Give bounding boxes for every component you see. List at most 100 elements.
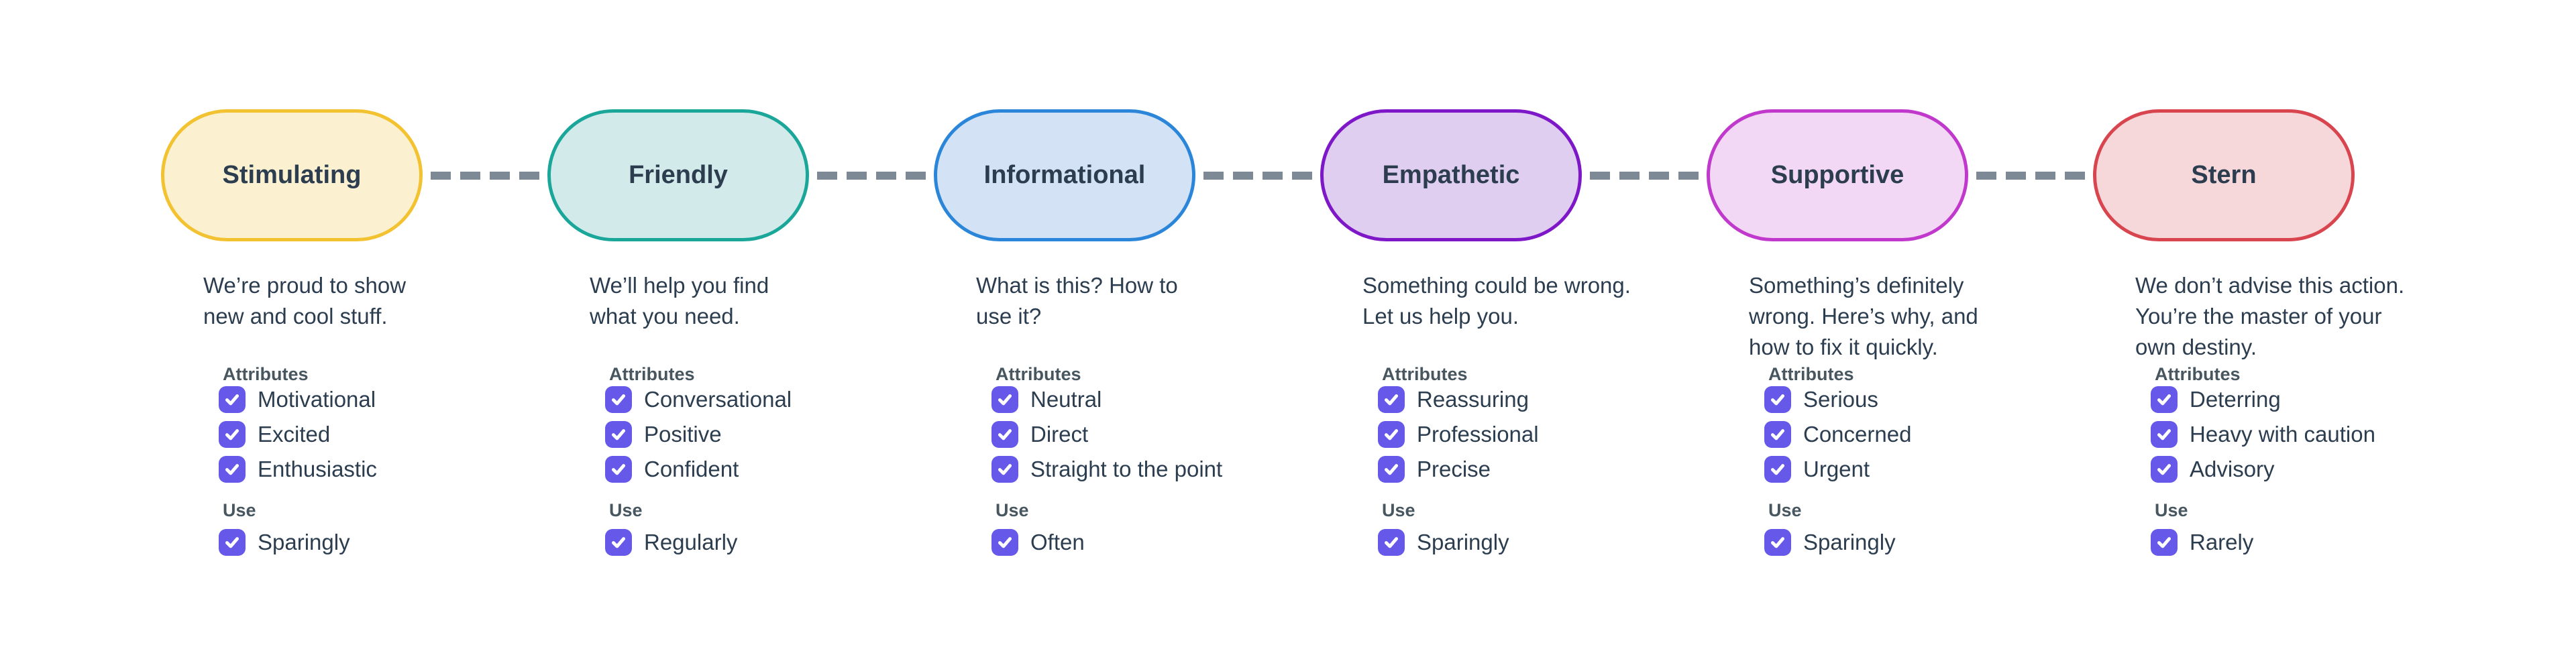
check-icon: [998, 394, 1012, 406]
attribute-checkbox[interactable]: [2151, 386, 2178, 413]
attribute-row: Serious: [1764, 386, 1878, 413]
tone-column-informational: Informational What is this? How to use i…: [934, 0, 1283, 649]
attribute-checkbox[interactable]: [1378, 421, 1405, 448]
attribute-row: Urgent: [1764, 456, 1870, 483]
use-header: Use: [223, 500, 256, 520]
check-icon: [611, 537, 626, 548]
tone-pill: Informational: [934, 109, 1195, 241]
use-header: Use: [2155, 500, 2188, 520]
use-row: Sparingly: [1764, 529, 1896, 556]
attribute-row: Neutral: [991, 386, 1102, 413]
tone-pill-label: Stimulating: [222, 161, 362, 189]
attribute-label: Heavy with caution: [2190, 422, 2375, 447]
use-checkbox[interactable]: [2151, 529, 2178, 556]
attribute-label: Deterring: [2190, 387, 2281, 412]
attribute-checkbox[interactable]: [219, 421, 246, 448]
tone-description-line: wrong. Here’s why, and: [1749, 304, 1978, 329]
attribute-row: Professional: [1378, 421, 1539, 448]
attribute-checkbox[interactable]: [605, 456, 632, 483]
tone-pill-label: Friendly: [629, 161, 728, 189]
attribute-label: Direct: [1030, 422, 1089, 447]
tone-pill-label: Empathetic: [1382, 161, 1520, 189]
tone-description-line: Let us help you.: [1362, 304, 1519, 329]
attribute-label: Positive: [644, 422, 722, 447]
use-checkbox[interactable]: [1378, 529, 1405, 556]
tone-pill: Stimulating: [161, 109, 423, 241]
attribute-row: Advisory: [2151, 456, 2275, 483]
tone-description-line: Something’s definitely: [1749, 273, 1964, 298]
check-icon: [2157, 464, 2171, 475]
attribute-checkbox[interactable]: [991, 456, 1018, 483]
attribute-label: Urgent: [1803, 457, 1870, 481]
tone-column-stern: Stern We don’t advise this action. You’r…: [2093, 0, 2442, 649]
use-header: Use: [996, 500, 1029, 520]
attribute-row: Direct: [991, 421, 1088, 448]
use-label: Sparingly: [1803, 530, 1896, 554]
tone-pill-label: Stern: [2191, 161, 2257, 189]
tone-description: Something’s definitely wrong. Here’s why…: [1749, 270, 1978, 363]
attribute-label: Precise: [1417, 457, 1491, 481]
check-icon: [225, 394, 239, 406]
tone-description-line: Something could be wrong.: [1362, 273, 1631, 298]
attribute-row: Concerned: [1764, 421, 1911, 448]
check-icon: [225, 464, 239, 475]
attribute-row: Motivational: [219, 386, 376, 413]
attribute-checkbox[interactable]: [991, 386, 1018, 413]
attribute-checkbox[interactable]: [219, 386, 246, 413]
attribute-label: Conversational: [644, 387, 792, 412]
tone-column-friendly: Friendly We’ll help you find what you ne…: [547, 0, 896, 649]
attribute-row: Conversational: [605, 386, 792, 413]
tone-description: We’ll help you find what you need.: [590, 270, 769, 332]
attributes-header: Attributes: [996, 364, 1081, 384]
check-icon: [998, 464, 1012, 475]
attribute-checkbox[interactable]: [1764, 421, 1791, 448]
use-row: Sparingly: [1378, 529, 1509, 556]
attribute-label: Advisory: [2190, 457, 2275, 481]
tone-pill: Empathetic: [1320, 109, 1582, 241]
attribute-checkbox[interactable]: [1378, 386, 1405, 413]
use-checkbox[interactable]: [605, 529, 632, 556]
use-label: Rarely: [2190, 530, 2254, 554]
tone-description: We’re proud to show new and cool stuff.: [203, 270, 406, 332]
attribute-checkbox[interactable]: [1764, 456, 1791, 483]
attribute-label: Serious: [1803, 387, 1878, 412]
tone-description: What is this? How to use it?: [976, 270, 1178, 332]
check-icon: [611, 429, 626, 440]
use-row: Often: [991, 529, 1085, 556]
use-checkbox[interactable]: [991, 529, 1018, 556]
use-header: Use: [609, 500, 643, 520]
check-icon: [1770, 394, 1785, 406]
check-icon: [1384, 394, 1399, 406]
tone-pill-label: Supportive: [1770, 161, 1904, 189]
check-icon: [611, 464, 626, 475]
attributes-header: Attributes: [1768, 364, 1854, 384]
use-checkbox[interactable]: [219, 529, 246, 556]
attribute-checkbox[interactable]: [219, 456, 246, 483]
check-icon: [1384, 537, 1399, 548]
attribute-row: Excited: [219, 421, 330, 448]
tone-column-supportive: Supportive Something’s definitely wrong.…: [1707, 0, 2055, 649]
attribute-row: Enthusiastic: [219, 456, 377, 483]
attribute-label: Motivational: [258, 387, 376, 412]
attribute-checkbox[interactable]: [1378, 456, 1405, 483]
attribute-label: Professional: [1417, 422, 1539, 447]
use-header: Use: [1382, 500, 1415, 520]
use-checkbox[interactable]: [1764, 529, 1791, 556]
attribute-checkbox[interactable]: [605, 386, 632, 413]
attribute-checkbox[interactable]: [1764, 386, 1791, 413]
tone-description-line: What is this? How to: [976, 273, 1178, 298]
attribute-checkbox[interactable]: [605, 421, 632, 448]
attribute-checkbox[interactable]: [2151, 456, 2178, 483]
attribute-row: Confident: [605, 456, 739, 483]
check-icon: [998, 537, 1012, 548]
use-row: Rarely: [2151, 529, 2253, 556]
attribute-checkbox[interactable]: [991, 421, 1018, 448]
attribute-row: Positive: [605, 421, 722, 448]
attributes-header: Attributes: [223, 364, 309, 384]
attribute-label: Neutral: [1030, 387, 1102, 412]
attributes-header: Attributes: [1382, 364, 1468, 384]
tone-pill: Supportive: [1707, 109, 1968, 241]
attribute-checkbox[interactable]: [2151, 421, 2178, 448]
use-label: Sparingly: [258, 530, 350, 554]
